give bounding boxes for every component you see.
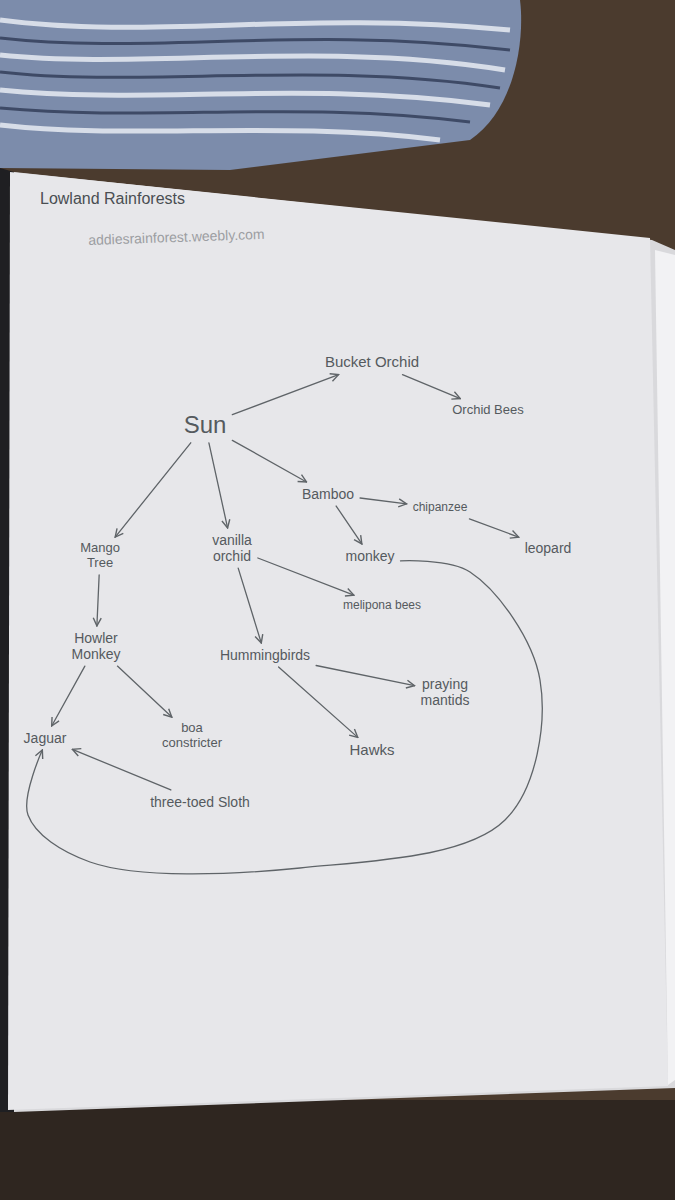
paper-sheet xyxy=(8,172,668,1110)
organism-name: Orchid Bees xyxy=(452,403,524,418)
organism-name: Jaguar xyxy=(24,730,67,746)
food-chain-arrow xyxy=(115,443,191,537)
food-chain-arrow xyxy=(232,440,306,482)
organism-node: leopard xyxy=(522,539,575,557)
organism-node: vanilla orchid xyxy=(209,531,255,565)
food-chain-arrow xyxy=(258,558,354,595)
organism-node: Mango Tree xyxy=(77,540,123,572)
food-chain-arrow xyxy=(117,666,171,717)
website-note: addiesrainforest.weebly.com xyxy=(88,226,265,248)
blanket-stripes xyxy=(0,20,510,140)
food-chain-arrow xyxy=(469,519,518,537)
organism-node: Sun xyxy=(181,410,230,440)
organism-name: melipona bees xyxy=(343,599,421,613)
organism-name: praying mantids xyxy=(420,676,469,708)
food-chain-arrow xyxy=(72,749,170,790)
food-chain-arrow xyxy=(403,375,461,399)
organism-node: Orchid Bees xyxy=(449,402,527,419)
food-chain-arrow xyxy=(279,667,358,737)
organism-name: Bucket Orchid xyxy=(325,353,419,370)
organism-node: monkey xyxy=(342,547,397,565)
food-chain-arrow xyxy=(232,375,338,415)
blanket-dark-stripes xyxy=(0,38,510,122)
organism-name: Mango Tree xyxy=(80,541,120,571)
carpet-shadow xyxy=(0,1100,675,1200)
food-chain-arrow xyxy=(238,568,261,643)
food-chain-arrow xyxy=(52,666,85,726)
food-chain-arrow xyxy=(27,561,542,874)
organism-node: melipona bees xyxy=(340,598,424,614)
organism-node: boa constricter xyxy=(159,720,225,752)
organism-name: three-toed Sloth xyxy=(150,794,250,810)
diagram-title: Lowland Rainforests xyxy=(40,190,185,208)
organism-name: vanilla orchid xyxy=(212,532,252,564)
organism-name: Howler Monkey xyxy=(71,630,120,662)
food-chain-arrow xyxy=(209,443,228,528)
organism-node: Hawks xyxy=(346,740,397,759)
organism-name: Hawks xyxy=(349,741,394,758)
organism-name: monkey xyxy=(345,548,394,564)
organism-node: three-toed Sloth xyxy=(147,793,253,811)
organism-node: Jaguar xyxy=(21,729,70,747)
organism-node: chipanzee xyxy=(410,500,471,516)
organism-name: Sun xyxy=(184,411,227,439)
paper-underneath xyxy=(655,250,675,1085)
food-chain-arrow xyxy=(360,498,407,504)
organism-name: Hummingbirds xyxy=(220,647,310,663)
organism-name: boa constricter xyxy=(162,721,222,751)
organism-node: Bucket Orchid xyxy=(322,352,422,371)
organism-name: Bamboo xyxy=(302,486,354,502)
food-chain-arrow xyxy=(316,666,414,686)
organism-node: Bamboo xyxy=(299,485,357,503)
organism-node: Hummingbirds xyxy=(217,646,313,664)
food-chain-arrow xyxy=(336,506,362,544)
organism-name: chipanzee xyxy=(413,501,468,515)
organism-node: praying mantids xyxy=(417,675,472,709)
organism-node: Howler Monkey xyxy=(68,629,123,663)
organism-name: leopard xyxy=(525,540,572,556)
blanket xyxy=(0,0,521,170)
food-chain-arrow xyxy=(97,575,99,626)
